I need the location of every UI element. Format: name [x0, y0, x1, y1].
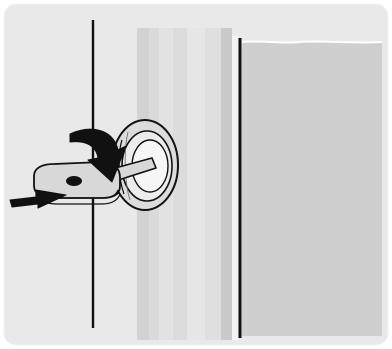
curved-arrow-icon [69, 128, 127, 183]
door-face [242, 41, 382, 337]
right-arrow-icon [9, 189, 67, 209]
door-top-edge [241, 40, 383, 44]
door-seam-light [232, 36, 238, 340]
